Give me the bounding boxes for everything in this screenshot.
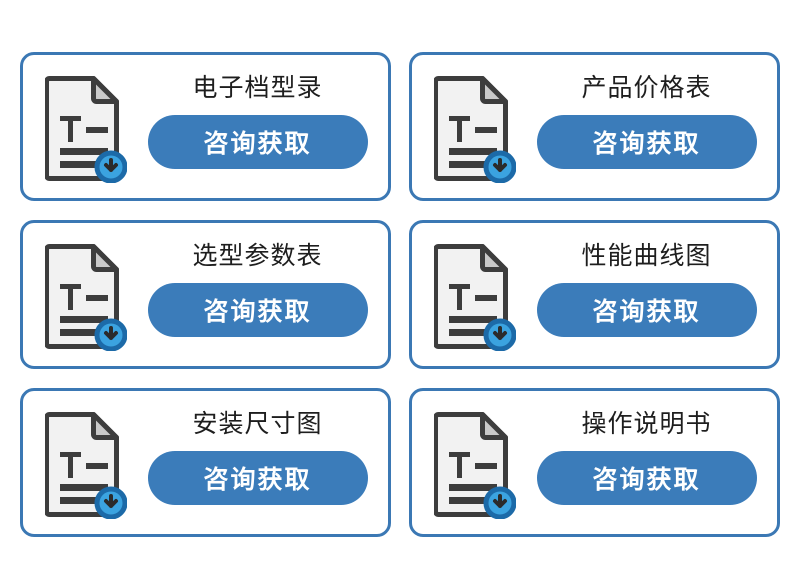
document-download-icon <box>45 407 127 519</box>
download-card-grid: 电子档型录 咨询获取 产品价格表 咨询获取 <box>20 52 780 537</box>
card-title: 电子档型录 <box>192 73 323 102</box>
card-body: 安装尺寸图 咨询获取 <box>127 407 388 519</box>
document-download-icon <box>45 239 127 351</box>
consult-button[interactable]: 咨询获取 <box>147 282 368 337</box>
card-title: 安装尺寸图 <box>192 409 323 438</box>
download-card[interactable]: 产品价格表 咨询获取 <box>409 52 780 201</box>
card-body: 产品价格表 咨询获取 <box>516 71 777 183</box>
document-download-icon <box>45 71 127 183</box>
consult-button[interactable]: 咨询获取 <box>147 450 368 505</box>
card-body: 选型参数表 咨询获取 <box>127 239 388 351</box>
download-card[interactable]: 电子档型录 咨询获取 <box>20 52 391 201</box>
card-title: 操作说明书 <box>581 409 712 438</box>
consult-button[interactable]: 咨询获取 <box>536 282 757 337</box>
document-download-icon <box>434 239 516 351</box>
consult-button[interactable]: 咨询获取 <box>536 114 757 169</box>
card-title: 性能曲线图 <box>581 241 712 270</box>
document-download-icon <box>434 407 516 519</box>
document-download-icon <box>434 71 516 183</box>
card-body: 操作说明书 咨询获取 <box>516 407 777 519</box>
card-body: 电子档型录 咨询获取 <box>127 71 388 183</box>
card-body: 性能曲线图 咨询获取 <box>516 239 777 351</box>
download-card[interactable]: 选型参数表 咨询获取 <box>20 220 391 369</box>
download-card[interactable]: 性能曲线图 咨询获取 <box>409 220 780 369</box>
download-card[interactable]: 安装尺寸图 咨询获取 <box>20 388 391 537</box>
card-title: 产品价格表 <box>581 73 712 102</box>
consult-button[interactable]: 咨询获取 <box>536 450 757 505</box>
card-title: 选型参数表 <box>192 241 323 270</box>
consult-button[interactable]: 咨询获取 <box>147 114 368 169</box>
download-card[interactable]: 操作说明书 咨询获取 <box>409 388 780 537</box>
